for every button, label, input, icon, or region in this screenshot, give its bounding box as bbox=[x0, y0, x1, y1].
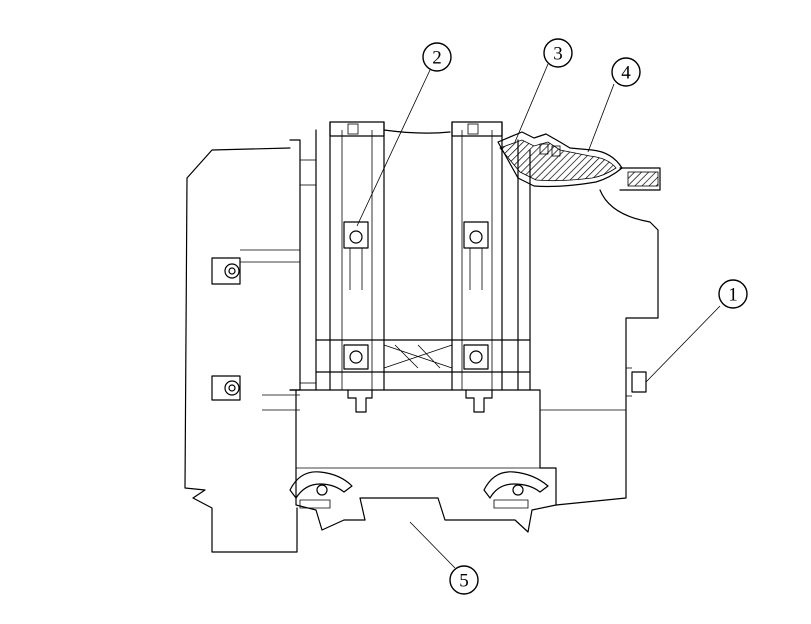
leader-line-3 bbox=[514, 63, 549, 143]
left-housing bbox=[184, 139, 316, 553]
leader-lines bbox=[356, 63, 721, 569]
right-housing bbox=[540, 189, 659, 506]
leader-line-5 bbox=[409, 521, 456, 569]
callout-4-label: 4 bbox=[621, 63, 631, 84]
lower-base bbox=[289, 389, 557, 533]
callout-5: 5 bbox=[449, 565, 479, 595]
callout-3-label: 3 bbox=[553, 44, 563, 65]
callout-1: 1 bbox=[718, 279, 748, 309]
leader-line-2 bbox=[356, 69, 431, 227]
leader-line-4 bbox=[587, 83, 615, 153]
callout-1-label: 1 bbox=[728, 285, 738, 306]
callout-2: 2 bbox=[422, 42, 452, 72]
callout-2-label: 2 bbox=[432, 48, 442, 69]
central-block bbox=[315, 121, 531, 413]
callout-3: 3 bbox=[543, 38, 573, 68]
callout-5-label: 5 bbox=[459, 571, 469, 592]
callout-4: 4 bbox=[611, 57, 641, 87]
leader-line-1 bbox=[645, 305, 721, 383]
seal-cutaway bbox=[497, 131, 661, 191]
